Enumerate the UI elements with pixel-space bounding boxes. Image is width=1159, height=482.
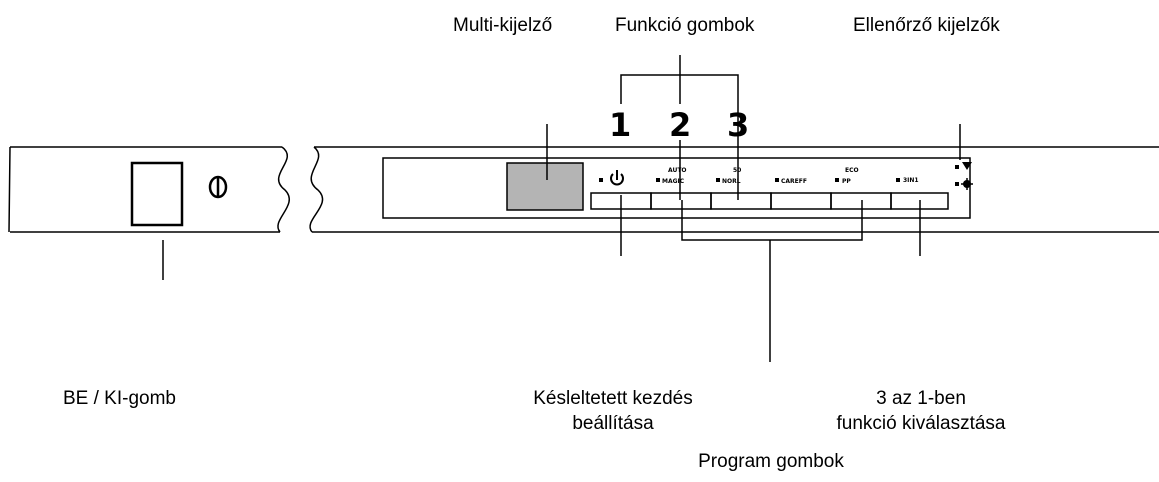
program-button-5[interactable] <box>830 192 892 210</box>
prog4-bottom-label: PP <box>842 178 851 185</box>
prog4-led <box>835 178 839 182</box>
prog3-bottom-label: CAREFF <box>781 178 807 185</box>
on-off-button[interactable] <box>130 161 184 227</box>
prog4-top-label: ECO <box>845 167 859 174</box>
function-button-2[interactable] <box>650 192 712 210</box>
prog1-bottom-label: MAGIC <box>662 178 685 185</box>
indicator-led-1 <box>955 165 959 169</box>
three-in-one-label-line1: 3 az 1-ben <box>876 388 966 409</box>
inner-panel-outline <box>382 157 971 219</box>
function-number-2: 2 <box>669 106 691 144</box>
prog2-led <box>716 178 720 182</box>
break-mark-right <box>309 146 324 233</box>
prog3-led <box>775 178 779 182</box>
rinse-aid-indicator-icon <box>961 178 973 190</box>
program-button-4[interactable] <box>770 192 832 210</box>
prog2-top-label: 50 <box>733 167 741 174</box>
prog2-bottom-label: NORL <box>722 178 741 185</box>
multi-display <box>506 162 584 211</box>
multi-display-label: Multi-kijelző <box>453 15 553 36</box>
prog1-top-label: AUTO <box>668 167 687 174</box>
salt-indicator-icon <box>962 162 972 170</box>
right-panel-outline <box>312 146 1159 233</box>
power-icon <box>208 175 228 199</box>
on-off-button-label: BE / KI-gomb <box>63 388 176 409</box>
function-number-1: 1 <box>609 106 631 144</box>
left-panel-outline <box>8 146 282 233</box>
three-in-one-label-line2: funkció kiválasztása <box>836 413 1006 434</box>
panel-power-icon <box>610 170 624 186</box>
power-led <box>599 178 603 182</box>
program-buttons-bracket <box>681 200 863 241</box>
indicator-led-2 <box>955 182 959 186</box>
three-in-one-panel-label: 3IN1 <box>903 177 919 184</box>
delayed-start-label-line2: beállítása <box>572 413 654 434</box>
indicator-displays-label: Ellenőrző kijelzők <box>853 15 1000 36</box>
program-buttons-label: Program gombok <box>698 451 844 472</box>
function-buttons-label: Funkció gombok <box>615 15 755 36</box>
function-button-3[interactable] <box>710 192 772 210</box>
break-mark-left <box>277 146 291 233</box>
three-in-one-led <box>896 178 900 182</box>
prog1-led <box>656 178 660 182</box>
delayed-start-label-line1: Késleltetett kezdés <box>533 388 693 409</box>
